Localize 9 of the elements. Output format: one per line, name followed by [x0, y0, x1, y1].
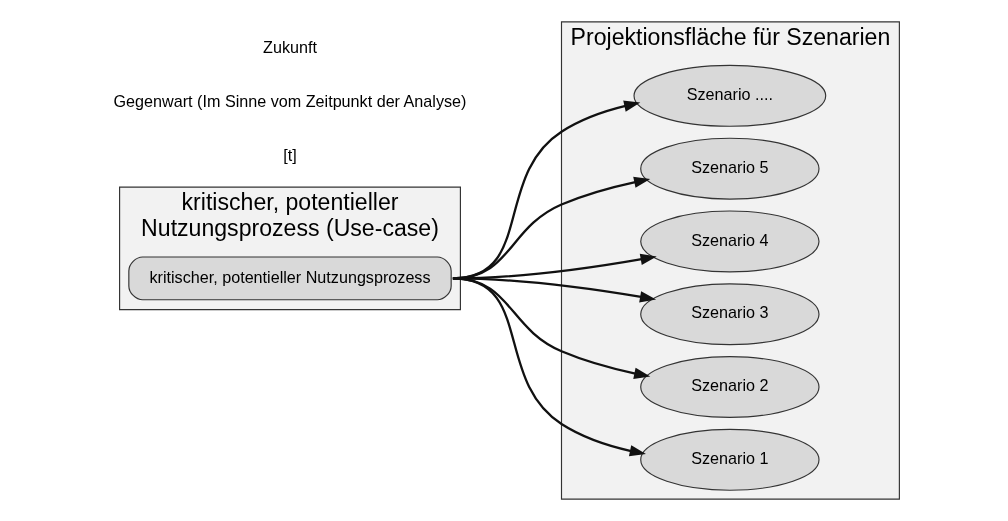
label: Gegenwart (Im Sinne vom Zeitpunkt der Analyse) [113, 92, 467, 111]
arrow [452, 277, 646, 457]
node-box: kritischer, potentieller Nutzungsprozess [128, 256, 452, 301]
node-ellipse: Szenario 1 [640, 428, 820, 491]
label: [t] [283, 146, 297, 165]
node-ellipse: Szenario 2 [640, 356, 820, 418]
label: Zukunft [263, 37, 317, 56]
node-ellipse: Szenario 5 [640, 137, 820, 200]
node-ellipse: Szenario .... [633, 64, 827, 127]
